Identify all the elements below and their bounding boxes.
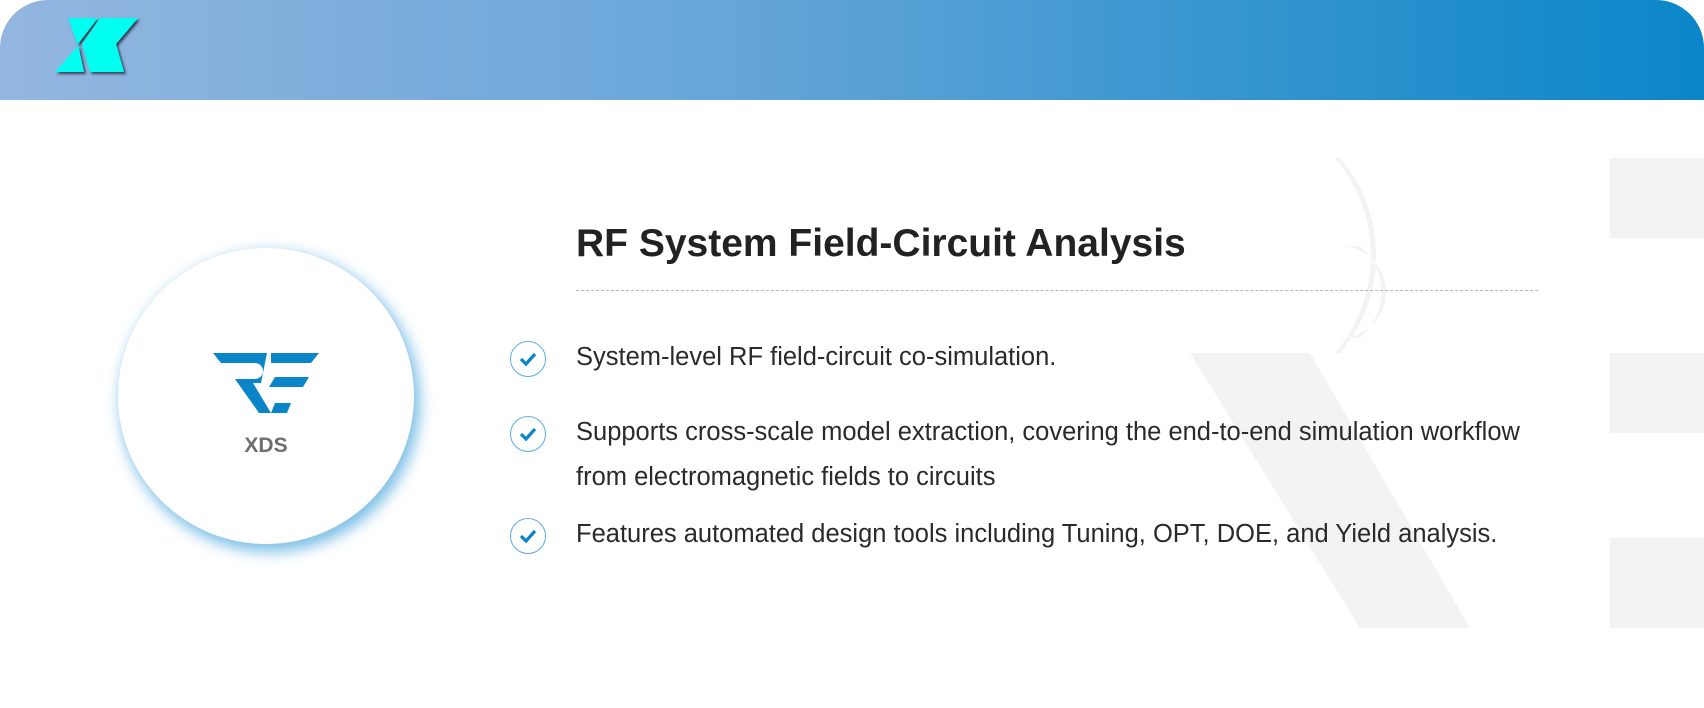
dashed-divider — [576, 290, 1538, 291]
feature-item: Features automated design tools includin… — [510, 516, 1550, 557]
feature-text: Features automated design tools includin… — [576, 520, 1498, 548]
section-title: RF System Field-Circuit Analysis — [576, 222, 1186, 265]
feature-item: Supports cross-scale model extraction, c… — [510, 414, 1550, 500]
check-icon — [510, 416, 546, 452]
feature-item: System-level RF field-circuit co-simulat… — [510, 339, 1550, 380]
check-icon — [510, 518, 546, 554]
re-logo-icon — [213, 353, 319, 413]
feature-text: Supports cross-scale model extraction, c… — [576, 418, 1520, 491]
brand-logo-icon[interactable] — [50, 16, 150, 80]
product-card[interactable]: XDS — [118, 248, 414, 544]
check-icon — [510, 341, 546, 377]
feature-text: System-level RF field-circuit co-simulat… — [576, 343, 1057, 371]
product-name: XDS — [244, 434, 288, 457]
header-banner — [0, 0, 1704, 100]
re-watermark-icon — [1160, 158, 1704, 628]
